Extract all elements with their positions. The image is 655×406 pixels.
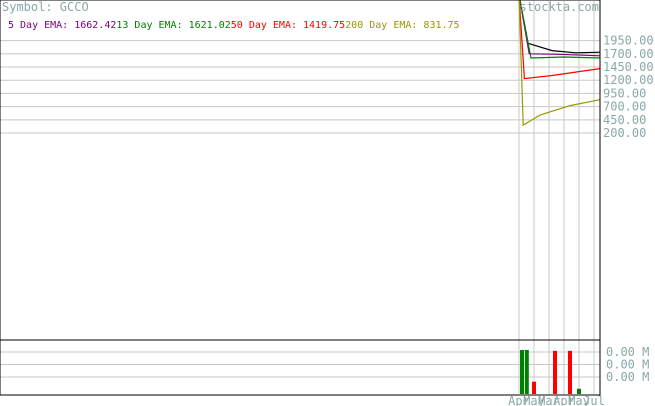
volume-tick-label: 0.00 M — [606, 370, 649, 384]
ema200-line — [518, 0, 601, 127]
volume-bar — [577, 388, 581, 394]
legend-row: 5 Day EMA: 1662.4213 Day EMA: 1621.0250 … — [8, 20, 460, 31]
y-tick-label: 450.00 — [603, 113, 646, 127]
legend-entry: 13 Day EMA: 1621.02 — [116, 20, 230, 31]
y-tick-label: 1700.00 — [603, 47, 654, 61]
x-tick-label: Apr — [553, 394, 575, 406]
volume-axis-ticks: 0.00 M0.00 M0.00 M — [606, 345, 649, 384]
gridlines — [0, 1, 600, 394]
volume-bar — [520, 350, 524, 394]
brand-label: stockta.com — [520, 0, 599, 14]
volume-bars — [520, 350, 581, 394]
y-axis-ticks: 1950.001700.001450.001200.00950.00700.00… — [603, 34, 654, 140]
symbol-label: Symbol: GCCO — [2, 0, 89, 14]
x-tick-label: May — [523, 394, 545, 406]
legend-entry: 5 Day EMA: 1662.42 — [8, 20, 116, 31]
y-tick-label: 1200.00 — [603, 73, 654, 87]
ema50-line — [518, 0, 601, 80]
price-series — [518, 0, 601, 127]
volume-bar — [532, 381, 536, 394]
legend-entry: 200 Day EMA: 831.75 — [345, 20, 459, 31]
y-tick-label: 1450.00 — [603, 60, 654, 74]
volume-tick-label: 0.00 M — [606, 358, 649, 372]
price-panel-frame — [0, 0, 601, 341]
volume-tick-label: 0.00 M — [606, 345, 649, 359]
volume-panel-frame — [0, 339, 601, 396]
y-tick-label: 200.00 — [603, 126, 646, 140]
y-tick-label: 700.00 — [603, 100, 646, 114]
volume-bar — [524, 350, 529, 394]
y-tick-label: 1950.00 — [603, 34, 654, 48]
legend: 5 Day EMA: 1662.4213 Day EMA: 1621.0250 … — [8, 20, 460, 31]
volume-bar — [568, 350, 572, 394]
legend-entry: 50 Day EMA: 1419.75 — [231, 20, 345, 31]
x-tick-label: Jul — [583, 394, 605, 406]
y-tick-label: 950.00 — [603, 86, 646, 100]
x-tick-label: Apr — [508, 394, 530, 406]
ema13-line — [519, 0, 601, 59]
x-tick-label: Mar — [538, 394, 560, 406]
volume-bar — [553, 350, 557, 394]
x-tick-label: May — [568, 394, 590, 406]
